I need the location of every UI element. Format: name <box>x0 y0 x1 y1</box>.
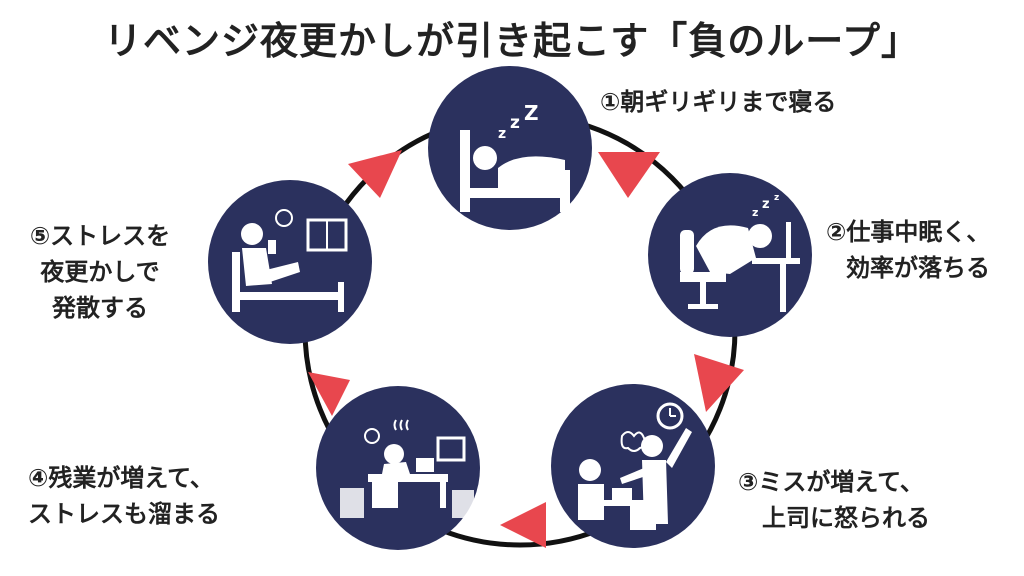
step-1-label: ①朝ギリギリまで寝る <box>600 84 836 120</box>
svg-text:z: z <box>752 206 758 219</box>
svg-text:Z: Z <box>524 101 539 125</box>
step-5-line-1: ⑤ストレスを <box>29 222 171 250</box>
svg-text:z: z <box>510 113 520 133</box>
page-title: リベンジ夜更かしが引き起こす「負のループ」 <box>104 19 920 63</box>
step-4-line-1: ④残業が増えて、 <box>28 464 214 492</box>
step-3-line-1: ③ミスが増えて、 <box>738 468 924 496</box>
sleeping-in-bed-icon: z z Z <box>428 66 592 230</box>
boss-scolding-icon <box>551 384 715 548</box>
dozing-at-desk-icon: z z z <box>648 173 812 337</box>
step-1-line-1: ①朝ギリギリまで寝る <box>600 88 837 116</box>
step-2-line-1: ②仕事中眠く、 <box>826 218 991 246</box>
step-3-line-2: 上司に怒られる <box>762 504 930 532</box>
svg-text:z: z <box>762 197 770 212</box>
step-5-label: ⑤ストレスを 夜更かしで 発散する <box>20 218 180 326</box>
step-4-line-2: ストレスも溜まる <box>28 500 220 528</box>
arrow-5-to-1 <box>348 150 402 198</box>
svg-text:z: z <box>498 126 506 142</box>
svg-text:z: z <box>774 193 779 203</box>
step-5-line-2: 夜更かしで <box>40 258 160 286</box>
arrow-2-to-3 <box>694 354 744 412</box>
overtime-desk-icon <box>316 386 480 550</box>
step-2-label: ②仕事中眠く、 効率が落ちる <box>826 214 1022 286</box>
arrow-4-to-5 <box>308 372 350 416</box>
step-3-label: ③ミスが増えて、 上司に怒られる <box>738 464 1008 536</box>
step-4-label: ④残業が増えて、 ストレスも溜まる <box>28 460 288 532</box>
arrow-1-to-2 <box>598 152 660 198</box>
phone-in-bed-icon <box>208 180 372 344</box>
arrow-3-to-4 <box>500 502 546 548</box>
step-5-line-3: 発散する <box>52 294 148 322</box>
step-2-line-2: 効率が落ちる <box>846 254 990 282</box>
